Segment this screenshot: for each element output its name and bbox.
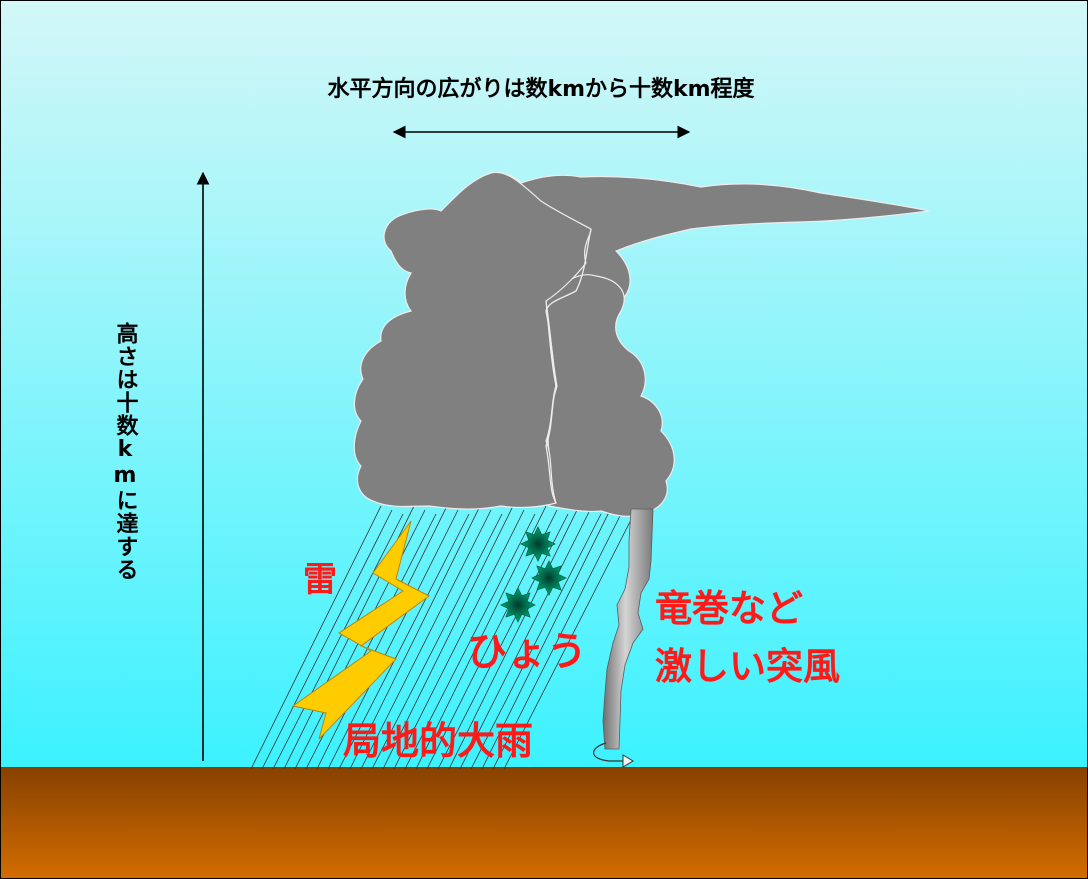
hail-stone [520,526,556,562]
tornado [593,508,654,768]
rain-streak [503,513,635,770]
rain-streak [250,505,382,770]
hail-label: ひょう [467,629,587,675]
rain-streak [360,509,492,770]
horizontal-extent-label: 水平方向の広がりは数kmから十数km程度 [327,76,755,102]
rain-streak [272,513,404,770]
rain-streak [261,509,393,770]
ground [1,767,1087,878]
rain-streak [481,505,613,770]
rain-streak [393,509,525,770]
rain-streak [349,505,481,770]
rain-streak [371,513,503,770]
tornado-label-line1: 竜巻など [655,587,803,630]
lightning-label: 雷 [303,560,337,600]
hail-stones [500,526,567,623]
rain-streak [327,509,459,770]
lightning-bolt [291,520,430,740]
rain-streak [459,509,591,770]
rain-streak [382,505,514,770]
rotation-arrow [593,742,627,762]
cumulonimbus-cloud [353,171,930,517]
rain-streak [492,509,624,770]
hail-stone [531,560,567,596]
rain-streak [338,513,470,770]
rain-streak [316,505,448,770]
rain-streak [404,513,536,770]
rain-streak [448,505,580,770]
rain-streak [415,505,547,770]
rain-streak [470,513,602,770]
rain-streak [437,513,569,770]
hail-stone [500,587,536,623]
cloud-seam [545,228,592,504]
tornado-label-line2: 激しい突風 [655,645,840,688]
vertical-height-label: 高さは十数kmに達する [113,321,139,581]
heavy-rain-label: 局地的大雨 [343,719,533,763]
rain-streaks [250,505,635,770]
